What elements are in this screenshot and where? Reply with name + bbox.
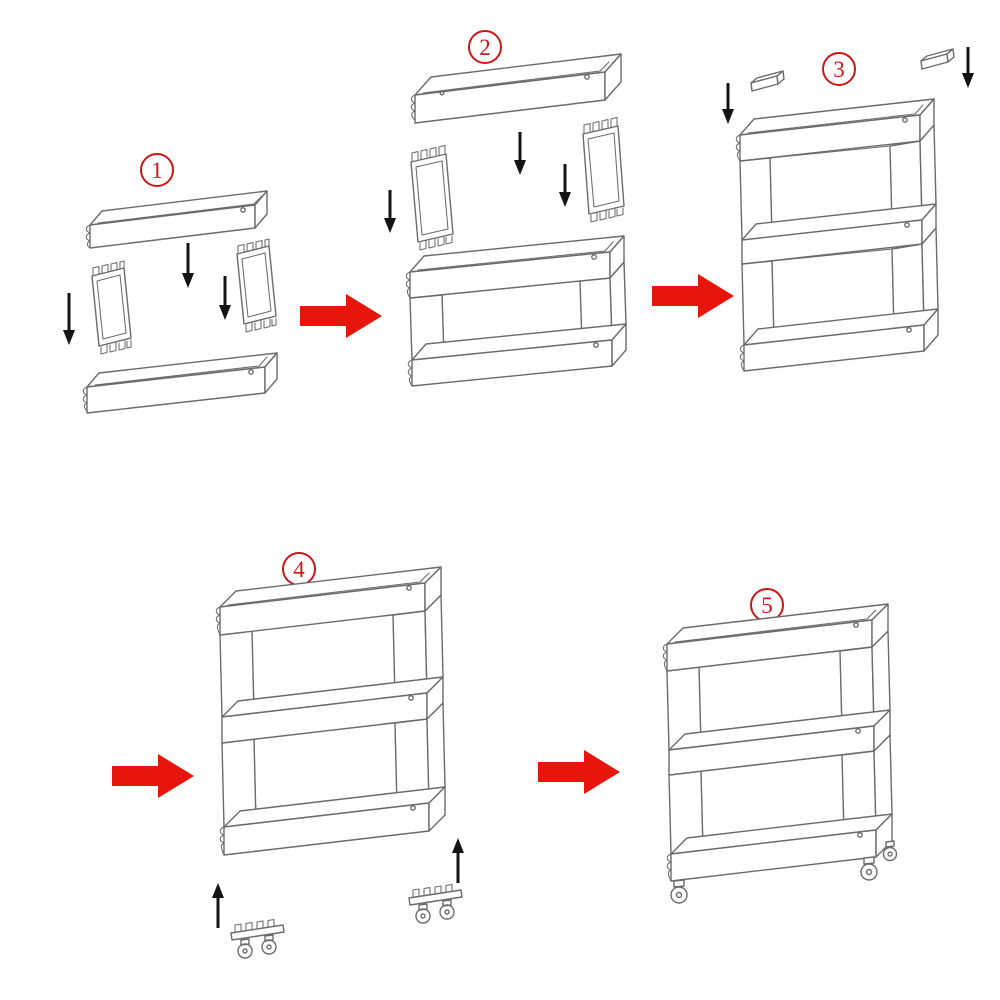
step1-parts-illustration [63, 190, 278, 414]
shelf-bottom-piece [82, 352, 278, 414]
step-1-number: 1 [140, 153, 174, 187]
two-tier-frame [735, 98, 939, 372]
up-arrow [212, 883, 224, 928]
down-arrow [384, 190, 396, 233]
connector-clip-right [920, 48, 955, 70]
step2-assembly-illustration [384, 53, 627, 387]
step-2-number-label: 2 [479, 34, 491, 60]
down-arrow [514, 132, 526, 175]
assembled-cart [662, 603, 893, 882]
step-1-number-label: 1 [151, 157, 163, 183]
step5-final-cart-illustration [662, 603, 898, 904]
up-arrow [452, 838, 464, 883]
three-tier-frame [215, 566, 446, 856]
shelf-top-piece [85, 190, 268, 249]
caster-wheel-set-left [230, 918, 285, 959]
step-4-number-label: 4 [293, 556, 305, 582]
down-arrow [182, 243, 194, 288]
down-arrow [219, 276, 231, 320]
step3-assembly-illustration [722, 47, 974, 372]
step1-to-step2-arrow [300, 294, 382, 338]
down-arrow [559, 164, 571, 207]
connector-clip-left [750, 70, 785, 92]
caster-wheel [882, 840, 898, 862]
caster-wheel [670, 879, 688, 904]
step2-to-step3-arrow [652, 274, 734, 318]
caster-wheel-set-right [408, 883, 463, 924]
side-connector-panel-left [410, 144, 454, 251]
step4-to-step5-arrow [538, 750, 620, 794]
down-arrow [722, 83, 734, 124]
caster-wheel [860, 856, 878, 881]
down-arrow [962, 47, 974, 88]
step4-assembly-illustration [212, 566, 464, 959]
step-3-number: 3 [822, 52, 856, 86]
step-5-number-label: 5 [761, 592, 773, 618]
side-connector-panel-right [582, 116, 625, 223]
side-connector-panel-left [91, 260, 132, 355]
shelf-top-piece [410, 53, 622, 124]
down-arrow [63, 293, 75, 345]
step-2-number: 2 [468, 30, 502, 64]
step-3-number-label: 3 [833, 56, 845, 82]
side-connector-panel-right [236, 238, 277, 333]
one-tier-frame [405, 235, 627, 387]
step3-to-step4-arrow [112, 754, 194, 798]
